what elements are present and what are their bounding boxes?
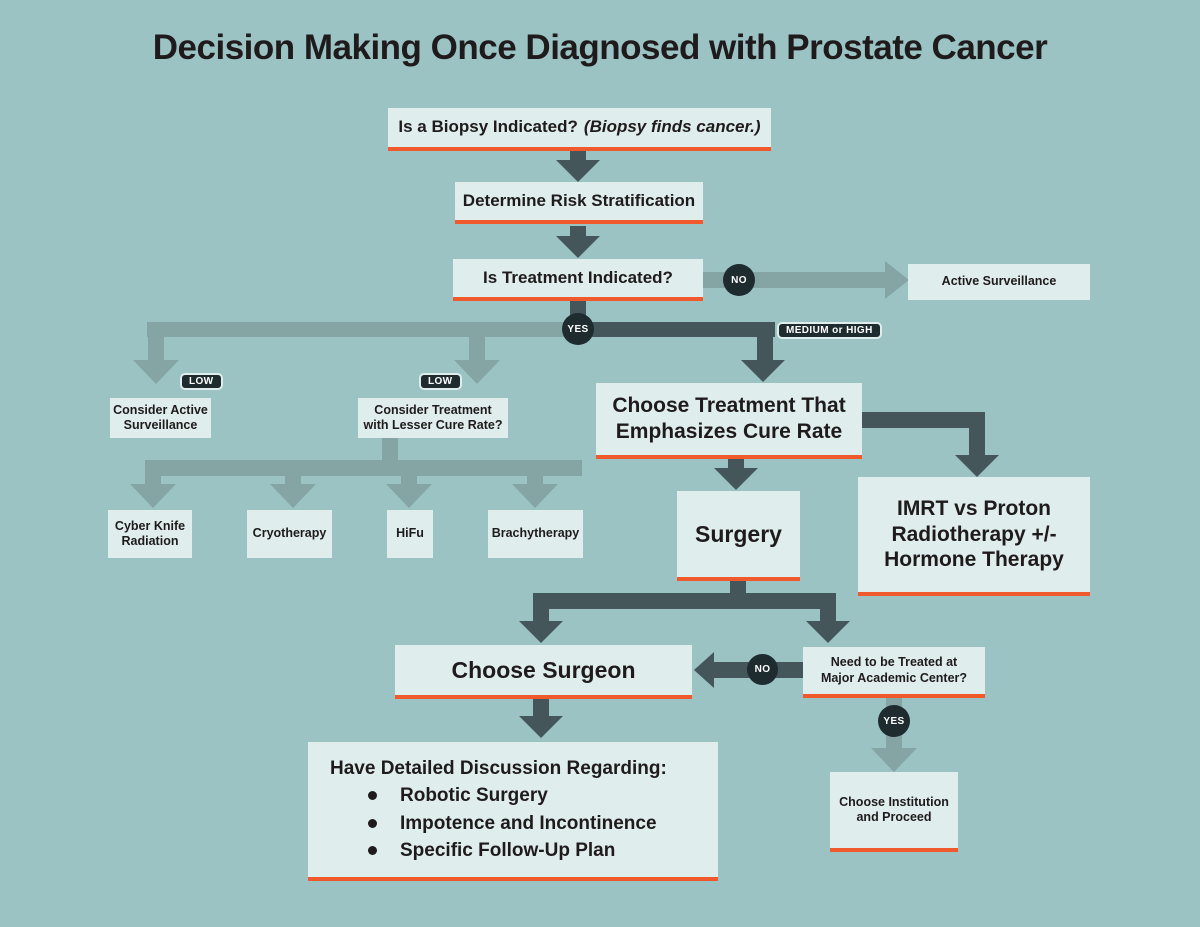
connector-surgery-split-line	[533, 593, 836, 609]
connector-split-surgeon-arrowhead	[519, 621, 563, 643]
node-choose-surgeon: Choose Surgeon	[395, 645, 692, 699]
connector-surgeon-discussion-shaft	[533, 699, 549, 718]
connector-low-right-shaft	[469, 337, 485, 362]
connector-brachytherapy-shaft	[527, 476, 543, 486]
connector-split-academic-shaft	[820, 609, 836, 623]
badge-low-lesser: LOW	[419, 373, 462, 390]
node-consider-lesser-line2: with Lesser Cure Rate?	[363, 418, 503, 432]
node-choose-institution-line1: Choose Institution	[839, 794, 949, 809]
node-consider-active-line2: Surveillance	[123, 418, 198, 432]
discussion-bullet-1: Robotic Surgery	[368, 784, 548, 807]
node-imrt-line1: IMRT vs Proton	[896, 497, 1051, 521]
node-treatment-indicated: Is Treatment Indicated?	[453, 259, 703, 301]
node-cyber-knife-line2: Radiation	[121, 534, 179, 548]
discussion-bullet-2-label: Impotence and Incontinence	[400, 812, 657, 834]
connector-cyberknife-shaft	[145, 476, 161, 486]
node-academic-center: Need to be Treated at Major Academic Cen…	[803, 647, 985, 698]
connector-biopsy-risk-shaft	[570, 150, 586, 162]
badge-no-treatment: NO	[723, 264, 755, 296]
discussion-bullet-3-label: Specific Follow-Up Plan	[400, 839, 616, 861]
discussion-bullet-1-label: Robotic Surgery	[400, 785, 548, 807]
connector-surgeon-discussion-arrowhead	[519, 716, 563, 738]
node-choose-institution: Choose Institution and Proceed	[830, 772, 958, 852]
node-choose-treatment: Choose Treatment That Emphasizes Cure Ra…	[596, 383, 862, 459]
node-choose-treatment-line2: Emphasizes Cure Rate	[615, 420, 843, 443]
node-risk-stratification: Determine Risk Stratification	[455, 182, 703, 224]
connector-split-academic-arrowhead	[806, 621, 850, 643]
bullet-dot	[368, 818, 400, 828]
connector-low-branch-line	[147, 322, 578, 337]
connector-options-line	[145, 460, 582, 476]
node-imrt-line3: Hormone Therapy	[884, 548, 1064, 572]
node-hifu: HiFu	[387, 510, 433, 558]
connector-treatment-imrt-arrowhead	[955, 455, 999, 477]
connector-treatment-imrt-vline	[969, 412, 985, 456]
node-choose-treatment-line1: Choose Treatment That	[612, 394, 846, 418]
badge-low-active: LOW	[180, 373, 223, 390]
connector-medium-high-arrowhead	[741, 360, 785, 382]
connector-treatment-surgery-arrowhead	[714, 468, 758, 490]
node-cryotherapy: Cryotherapy	[247, 510, 332, 558]
connector-hifu-arrowhead	[386, 484, 432, 508]
node-active-surveillance: Active Surveillance	[908, 264, 1090, 300]
connector-medium-high-down-shaft	[757, 322, 773, 361]
connector-treatment-surgery-shaft	[728, 459, 744, 470]
node-consider-active-surveillance: Consider Active Surveillance	[110, 398, 211, 438]
badge-no-academic: NO	[747, 654, 778, 685]
node-hifu-label: HiFu	[396, 526, 424, 541]
discussion-bullet-3: Specific Follow-Up Plan	[368, 839, 615, 862]
connector-treatment-imrt-hline	[862, 412, 985, 428]
connector-cryotherapy-arrowhead	[270, 484, 316, 508]
node-discussion-title: Have Detailed Discussion Regarding:	[330, 758, 667, 780]
connector-low-left-arrowhead	[133, 360, 179, 384]
node-choose-institution-line2: and Proceed	[856, 810, 932, 824]
connector-yes-institution-arrowhead	[871, 748, 917, 772]
node-discussion: Have Detailed Discussion Regarding: Robo…	[308, 742, 718, 881]
node-cyber-knife: Cyber Knife Radiation	[108, 510, 192, 558]
discussion-bullet-2: Impotence and Incontinence	[368, 812, 657, 835]
page-title: Decision Making Once Diagnosed with Pros…	[152, 28, 1048, 67]
node-cyber-knife-line1: Cyber Knife	[114, 518, 186, 533]
bullet-dot	[368, 845, 400, 855]
node-choose-surgeon-label: Choose Surgeon	[451, 656, 636, 683]
connector-lesser-stub	[382, 438, 398, 462]
node-consider-active-line1: Consider Active	[113, 402, 208, 417]
node-biopsy: Is a Biopsy Indicated? (Biopsy finds can…	[388, 108, 771, 151]
node-imrt: IMRT vs Proton Radiotherapy +/- Hormone …	[858, 477, 1090, 596]
node-biopsy-note: (Biopsy finds cancer.)	[583, 117, 761, 137]
connector-biopsy-risk-arrowhead	[556, 160, 600, 182]
node-consider-lesser-line1: Consider Treatment	[374, 402, 492, 417]
connector-cryotherapy-shaft	[285, 476, 301, 486]
node-brachytherapy: Brachytherapy	[488, 510, 583, 558]
connector-hifu-shaft	[401, 476, 417, 486]
connector-medium-high-branch-line	[578, 322, 775, 337]
badge-yes-academic: YES	[878, 705, 910, 737]
node-academic-center-line2: Major Academic Center?	[820, 670, 968, 685]
node-risk-label: Determine Risk Stratification	[462, 190, 696, 210]
node-imrt-line2: Radiotherapy +/-	[891, 522, 1057, 546]
connector-brachytherapy-arrowhead	[512, 484, 558, 508]
badge-yes-treatment: YES	[562, 313, 594, 345]
node-treatment-indicated-label: Is Treatment Indicated?	[483, 267, 673, 287]
connector-no-surgeon-arrowhead	[694, 652, 714, 688]
node-consider-lesser-cure: Consider Treatment with Lesser Cure Rate…	[358, 398, 508, 438]
bullet-dot	[368, 791, 400, 801]
node-brachytherapy-label: Brachytherapy	[491, 526, 580, 541]
connector-split-surgeon-shaft	[533, 609, 549, 623]
connector-low-right-arrowhead	[454, 360, 500, 384]
connector-surgery-stub	[730, 580, 746, 595]
badge-medium-or-high: MEDIUM or HIGH	[777, 322, 882, 339]
connector-cyberknife-arrowhead	[130, 484, 176, 508]
node-biopsy-label: Is a Biopsy Indicated?	[398, 117, 578, 137]
node-surgery: Surgery	[677, 491, 800, 581]
connector-low-left-shaft	[148, 337, 164, 362]
node-active-surveillance-label: Active Surveillance	[941, 274, 1057, 289]
node-surgery-label: Surgery	[695, 520, 782, 547]
connector-risk-treatment-shaft	[570, 226, 586, 238]
node-academic-center-line1: Need to be Treated at	[830, 655, 958, 670]
connector-risk-treatment-arrowhead	[556, 236, 600, 258]
node-cryotherapy-label: Cryotherapy	[252, 526, 327, 541]
connector-no-active-surveillance-arrowhead	[885, 261, 909, 299]
